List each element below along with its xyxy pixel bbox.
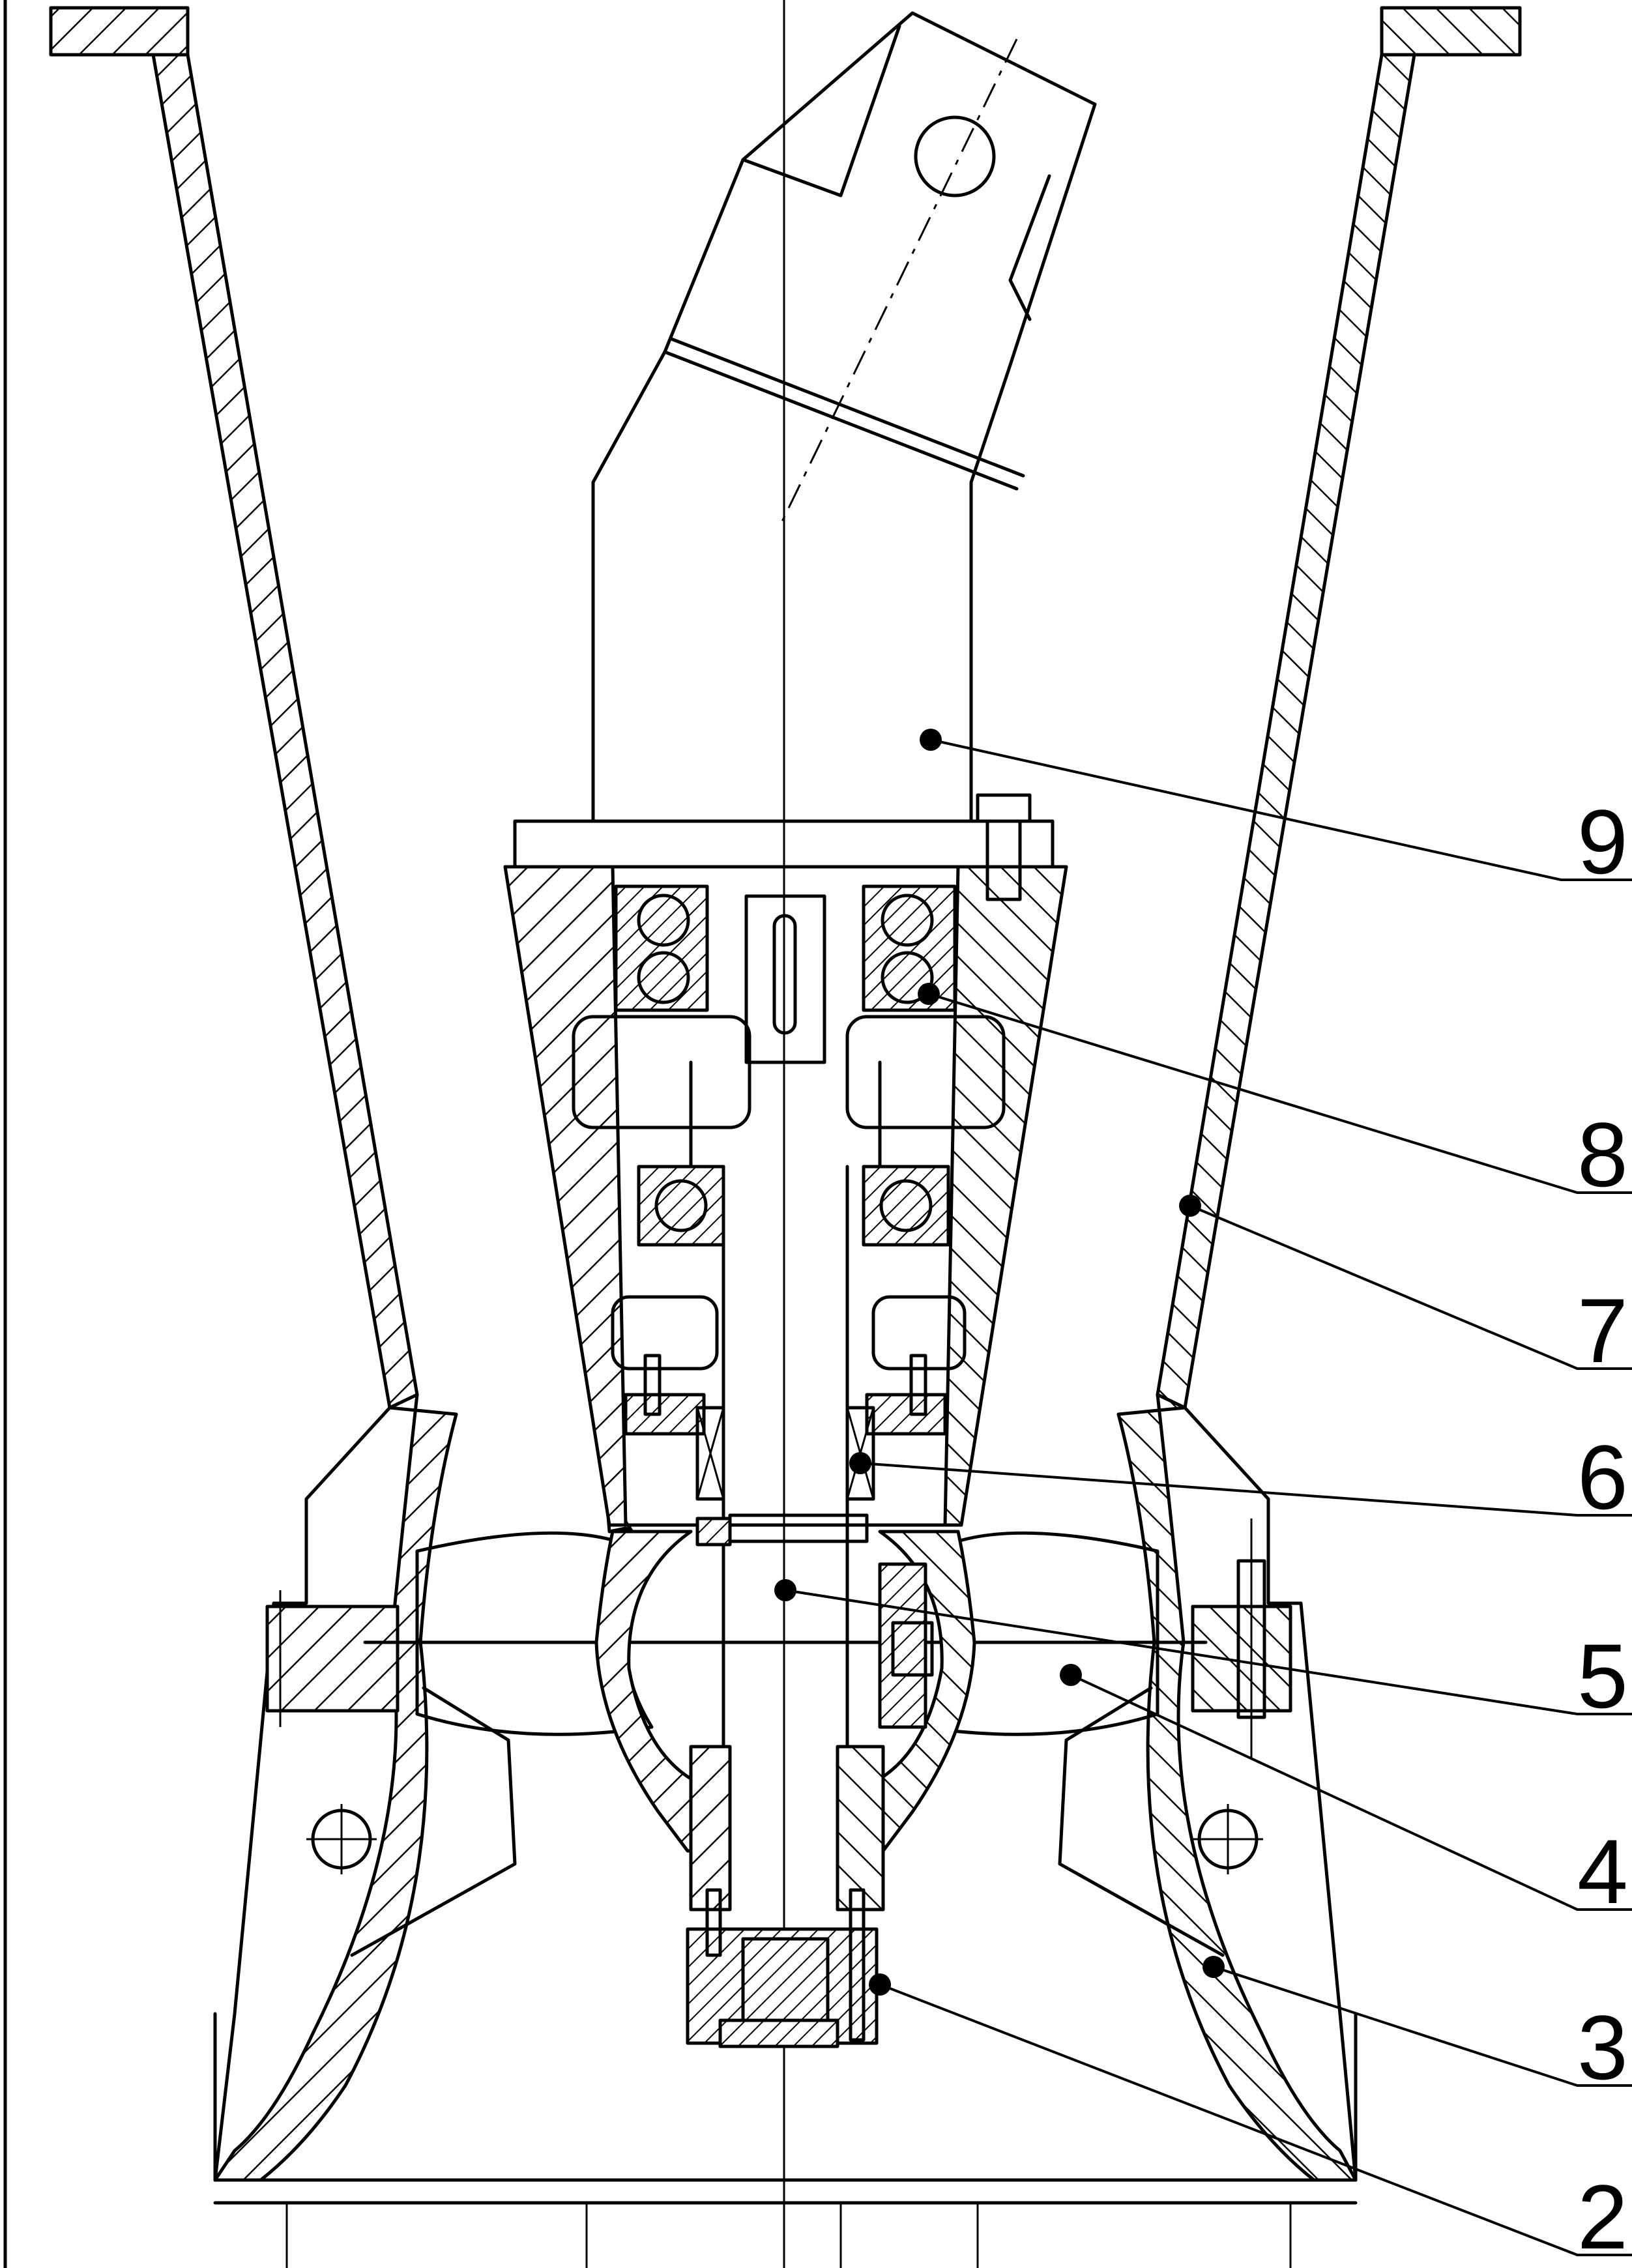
- top-flange-left: [49, 6, 190, 57]
- callout-6: 6: [1577, 1426, 1628, 1528]
- bolt-hole-left: [306, 1804, 377, 1874]
- callout-4: 4: [1577, 1820, 1628, 1923]
- lower-bearing-assembly: [686, 1745, 885, 2048]
- volute-casing-left: [213, 1393, 517, 2182]
- impeller-blades: [363, 1531, 1208, 1736]
- upper-bearing-left: [614, 884, 709, 1012]
- shaft: [689, 894, 882, 1749]
- upper-bearing-right: [862, 884, 957, 1012]
- callout-3: 3: [1577, 1996, 1628, 2099]
- callout-7: 7: [1577, 1279, 1628, 1382]
- side-flange-right: [1191, 1519, 1292, 1760]
- drive-head: [513, 11, 1097, 901]
- callout-labels: 9 8 7 6 5 4 3 2: [1577, 791, 1628, 2268]
- frame-lines: [3, 0, 1358, 2268]
- lower-bearing-left: [637, 1165, 725, 1247]
- bearing-housing: [503, 865, 1068, 1534]
- leader-lines: [774, 729, 1632, 2256]
- callout-9: 9: [1577, 791, 1628, 893]
- side-flange-left: [265, 1590, 400, 1727]
- callout-5: 5: [1577, 1625, 1628, 1727]
- lower-bearing-right: [862, 1165, 950, 1247]
- mechanical-seal: [624, 1354, 947, 1501]
- impeller-hub: [594, 1513, 976, 1853]
- bolt-hole-right: [1193, 1804, 1263, 1874]
- callout-8: 8: [1577, 1103, 1628, 1206]
- callout-2: 2: [1577, 2166, 1628, 2268]
- base-plate: [213, 2012, 1358, 2268]
- top-flange-right: [1380, 6, 1522, 57]
